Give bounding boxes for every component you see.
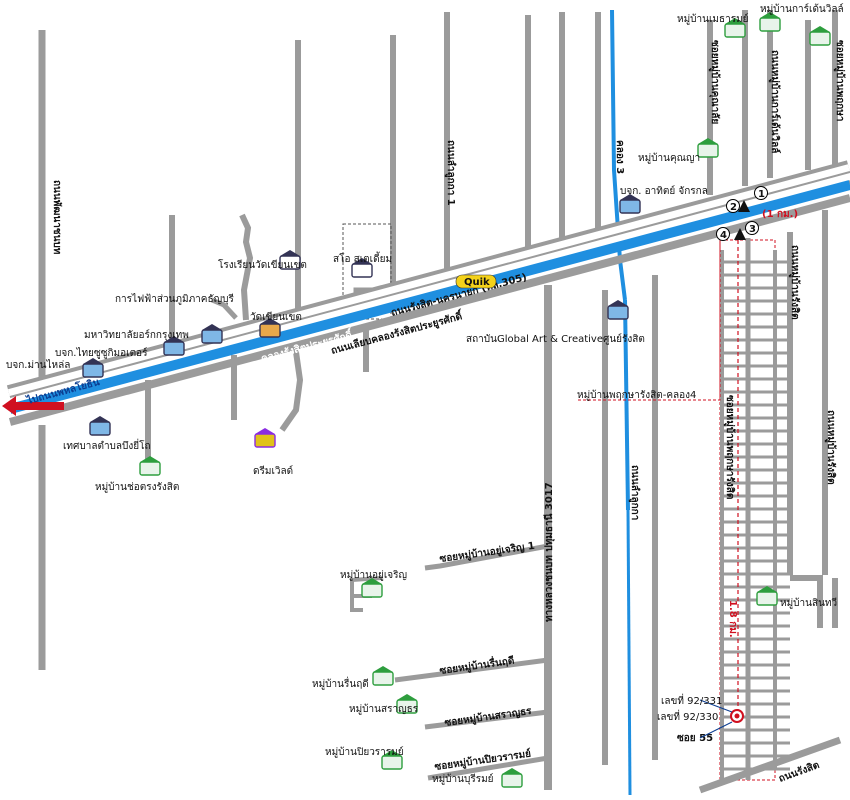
road-vertical-5-label: ถนนหมู่บ้านรังสิต <box>824 410 837 485</box>
label-ruenrudee: หมู่บ้านรื่นฤดี <box>312 676 369 690</box>
route-line <box>735 240 739 721</box>
destination-marker <box>699 699 744 739</box>
marker-1: 1 <box>754 186 768 200</box>
soi-label-2: ซอยหมู่บ้านรื่นฤดี <box>438 653 515 678</box>
road-vertical-2-label: ถนนหมู่บ้านการ์เด้นวิลล์ <box>768 50 781 153</box>
dreamworld-icon <box>254 428 276 448</box>
label-yucharoen: หมู่บ้านอยู่เจริญ <box>340 569 407 581</box>
marker-3-text: 3 <box>749 224 756 235</box>
stadium-icon <box>351 258 373 278</box>
building-icon <box>89 416 111 436</box>
label-temple: วัดเขียนเขต <box>250 311 302 323</box>
soi-labels: ซอยหมู่บ้านอยู่เจริญ 1 ซอยหมู่บ้านรื่นฤด… <box>434 540 536 774</box>
km-note: (1 กม.) <box>762 209 798 220</box>
label-studium: สโอ สเตเดี้ยม <box>333 251 392 265</box>
south-roads <box>145 210 838 790</box>
label-university: มหาวิทยาลัยอร์กกรุงเทพ <box>84 329 189 341</box>
label-global-art: สถาบันGlobal Art & Creativeศูนย์รังสิต <box>466 333 645 345</box>
temple-icon <box>259 318 281 338</box>
label-rajamangala: การไฟฟ้าส่วนภูมิภาคธัญบุรี <box>115 293 234 305</box>
village-icon <box>501 768 523 788</box>
soi-55-label: ซอย 55 <box>677 733 713 744</box>
canal-3 <box>610 9 632 796</box>
soi-label-3: ซอยหมู่บ้านสราญธร <box>444 705 533 730</box>
building-icon <box>82 358 104 378</box>
label-village-chotrang: หมู่บ้านช่อตรงรังสิต <box>95 481 179 493</box>
soi-label-1: ซอยหมู่บ้านอยู่เจริญ 1 <box>439 540 536 566</box>
label-school: โรงเรียนวัดเขียนเขต <box>218 258 307 271</box>
canal-3-label: คลอง 3 <box>614 140 625 174</box>
label-pruksa4: หมู่บ้านพฤกษารังสิต-คลอง4 <box>577 389 696 401</box>
label-kunya: หมู่บ้านคุณญา <box>638 152 700 164</box>
place-labels: การไฟฟ้าส่วนภูมิภาคธัญบุรี โรงเรียนวัดเข… <box>6 3 844 785</box>
marker-2: 2 <box>726 199 740 213</box>
label-saranthorn: หมู่บ้านสราญธร <box>349 703 419 715</box>
label-sinthawee: หมู่บ้านสินทวี <box>780 597 837 609</box>
building-icon <box>201 324 223 344</box>
distance-label: 1.8 กม. <box>727 600 738 638</box>
marker-4: 4 <box>716 227 730 241</box>
building-icon <box>163 336 185 356</box>
road-school-label: ถนนลำลูกกา 1 <box>444 140 457 206</box>
village-icon <box>759 12 781 32</box>
road-vertical-3-label: ซอยหมู่บ้านพฤกษา <box>833 40 846 122</box>
road-3a-label: ถนนลำลูกกา <box>628 465 641 520</box>
road-vertical-4-label: ถนนหมู่บ้านรังสิต <box>788 245 801 320</box>
village-icon <box>809 26 831 46</box>
label-bureerom: หมู่บ้านบุรีรมย์ <box>432 773 494 785</box>
marker-1-text: 1 <box>758 189 765 200</box>
brand-badge-text: Quik <box>464 277 490 288</box>
school-icon <box>279 250 301 270</box>
left-road-label: ถนนพัฒนาชนบท <box>51 180 63 255</box>
north-roads <box>38 10 838 670</box>
label-company-left: บจก.ม่านไหล่ล <box>6 359 70 371</box>
label-arit: บจก. อาทิตย์ จักรกล <box>620 185 708 197</box>
village-icon <box>381 750 403 770</box>
village-icon <box>724 18 746 38</box>
road-3017-label: ทางหลวงชนบท ปทุมธานี 3017 <box>543 482 555 622</box>
village-icon <box>372 666 394 686</box>
marker-2-text: 2 <box>730 202 737 213</box>
place-icons <box>82 12 831 788</box>
building-icon <box>619 194 641 214</box>
label-metharom: หมู่บ้านเมธารมย์ <box>677 13 749 25</box>
road-vertical-1-label: ซอยหมู่บ้านคุณาลัย <box>708 40 721 124</box>
village-icon <box>396 694 418 714</box>
label-municipality: เทศบาลตำบลบึงยี่โถ <box>63 438 151 452</box>
label-company-thai: บจก.ไทยซูซูกิมอเตอร์ <box>55 347 148 359</box>
village-icon <box>756 586 778 606</box>
quik-badge: Quik <box>455 274 497 289</box>
main-highway <box>6 160 850 426</box>
label-garden: หมู่บ้านการ์เด้นวิลล์ <box>760 3 844 15</box>
label-address-1: เลขที่ 92/331 <box>661 693 722 707</box>
village-icon <box>361 578 383 598</box>
label-address-2: เลขที่ 92/330 <box>657 709 718 723</box>
junction-markers: 1 2 3 4 <box>716 186 768 241</box>
label-piyawararom: หมู่บ้านปิยวรารมย์ <box>325 746 404 758</box>
building-icon <box>607 300 629 320</box>
marker-3: 3 <box>745 221 759 235</box>
road-labels: ถนนพัฒนาชนบท ถนนลำลูกกา 1 ทางหลวงชนบท ปท… <box>51 40 846 785</box>
marker-4-text: 4 <box>720 230 727 241</box>
route-branch <box>578 240 721 401</box>
label-dreamworld: ดรีมเวิลด์ <box>253 465 293 477</box>
village-icon <box>139 456 161 476</box>
pruksa-village-streets <box>698 238 842 794</box>
soi-left-label: ซอยหมู่บ้านพฤกษารังสิต <box>723 395 736 499</box>
village-icon <box>697 138 719 158</box>
